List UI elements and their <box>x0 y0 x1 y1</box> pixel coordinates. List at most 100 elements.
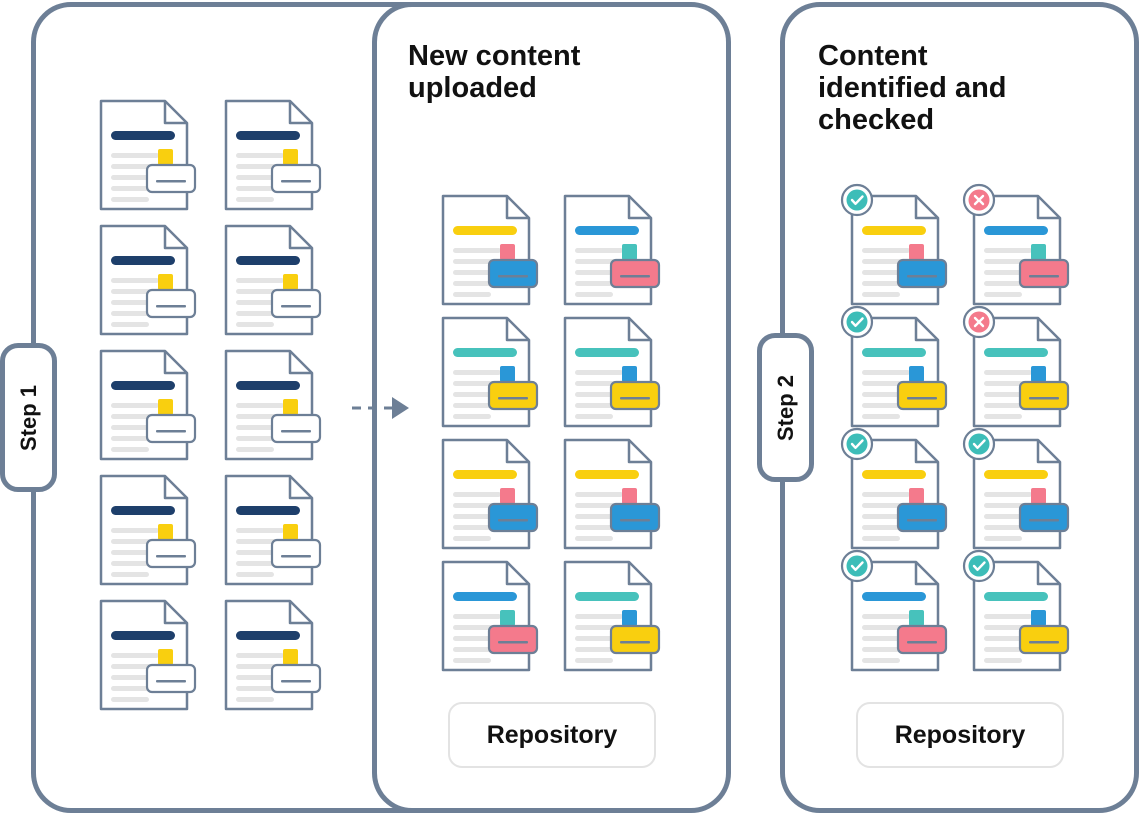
document-text-line <box>862 414 900 419</box>
document-text-line <box>862 614 910 619</box>
document-tag <box>158 274 173 290</box>
document-heading-bar <box>236 631 300 640</box>
document-fold <box>505 440 529 464</box>
document-tag <box>622 488 637 504</box>
document-text-line <box>236 278 284 283</box>
flow-arrow-head <box>392 397 409 419</box>
document-text-line <box>575 614 623 619</box>
document-icon <box>840 427 948 550</box>
document-text-line <box>575 414 613 419</box>
document-card-line <box>1029 397 1059 400</box>
document-icon <box>224 474 322 586</box>
document-card-line <box>620 397 650 400</box>
document-card-line <box>1029 641 1059 644</box>
document-fold <box>288 351 312 375</box>
document-text-line <box>575 292 613 297</box>
upload-panel <box>372 2 731 813</box>
document-text-line <box>575 492 623 497</box>
document-text-line <box>453 248 501 253</box>
upload-repository-box: Repository <box>448 702 656 768</box>
document-fold <box>288 601 312 625</box>
document-text-line <box>453 492 501 497</box>
document-fold <box>163 476 187 500</box>
document-fold <box>914 318 938 342</box>
document-card <box>270 413 322 444</box>
document-heading-bar <box>984 592 1048 601</box>
document-tag <box>283 149 298 165</box>
check-mark <box>850 439 864 449</box>
document-heading-bar <box>111 381 175 390</box>
document-card-line <box>156 430 186 433</box>
document-tag <box>909 244 924 260</box>
check-badge-icon <box>840 305 874 339</box>
document-fold <box>1036 562 1060 586</box>
document-text-line <box>984 414 1022 419</box>
document-tag <box>909 488 924 504</box>
document-card <box>609 380 661 411</box>
document-card-line <box>907 397 937 400</box>
document-card <box>896 380 948 411</box>
document-fold <box>163 601 187 625</box>
document-card <box>487 502 539 533</box>
document-tag <box>1031 488 1046 504</box>
document-tag <box>1031 366 1046 382</box>
document-heading-bar <box>111 506 175 515</box>
document-card <box>609 258 661 289</box>
document-text-line <box>862 370 910 375</box>
document-card <box>1018 380 1070 411</box>
document-tag <box>500 366 515 382</box>
cross-badge-icon <box>962 183 996 217</box>
document-fold <box>505 318 529 342</box>
document-card <box>270 163 322 194</box>
document-text-line <box>111 697 149 702</box>
check-mark <box>850 317 864 327</box>
document-tag <box>158 649 173 665</box>
document-heading-bar <box>984 226 1048 235</box>
document-fold <box>627 318 651 342</box>
document-card-line <box>498 275 528 278</box>
checked-title-line2: identified and <box>818 72 1007 104</box>
document-icon <box>99 599 197 711</box>
document-text-line <box>236 572 274 577</box>
document-card-line <box>281 430 311 433</box>
document-card <box>145 413 197 444</box>
document-text-line <box>111 403 159 408</box>
document-heading-bar <box>453 348 517 357</box>
document-text-line <box>236 447 274 452</box>
document-tag <box>158 149 173 165</box>
document-card-line <box>156 180 186 183</box>
document-fold <box>288 226 312 250</box>
document-text-line <box>111 197 149 202</box>
badge-fill <box>846 555 868 577</box>
document-text-line <box>575 248 623 253</box>
document-fold <box>1036 196 1060 220</box>
badge-fill <box>846 311 868 333</box>
document-icon <box>563 316 661 428</box>
document-text-line <box>453 614 501 619</box>
document-tag <box>1031 610 1046 626</box>
document-fold <box>505 196 529 220</box>
document-card-line <box>498 397 528 400</box>
document-icon <box>224 224 322 336</box>
document-fold <box>163 101 187 125</box>
document-icon <box>563 194 661 306</box>
check-badge-icon <box>840 549 874 583</box>
document-heading-bar <box>111 631 175 640</box>
document-tag <box>500 244 515 260</box>
document-icon <box>441 194 539 306</box>
check-mark <box>972 561 986 571</box>
step1-documents <box>99 99 322 711</box>
document-card-line <box>156 305 186 308</box>
upload-title-line1: New content <box>408 40 581 72</box>
document-text-line <box>862 658 900 663</box>
document-icon <box>962 183 1070 306</box>
document-icon <box>441 560 539 672</box>
check-mark <box>850 561 864 571</box>
document-text-line <box>111 322 149 327</box>
uploaded-documents <box>441 194 661 672</box>
document-icon <box>840 183 948 306</box>
document-card <box>145 663 197 694</box>
document-tag <box>158 399 173 415</box>
document-tag <box>622 610 637 626</box>
document-text-line <box>862 292 900 297</box>
